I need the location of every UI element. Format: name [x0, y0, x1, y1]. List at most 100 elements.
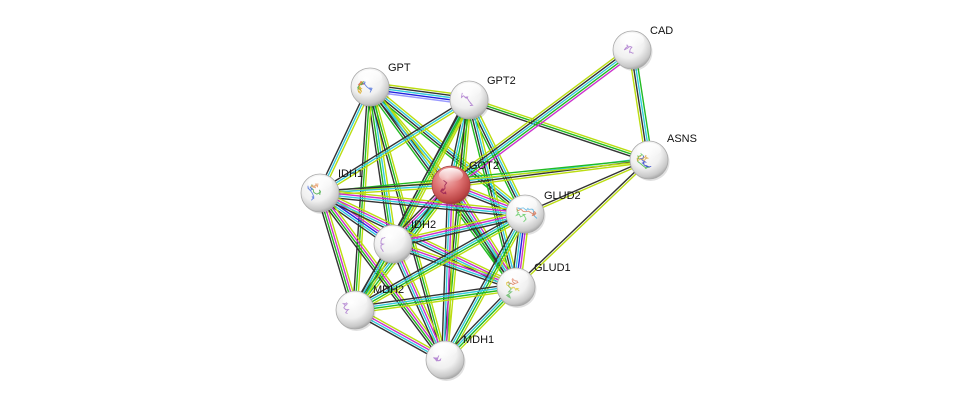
edge-line-neighborhood	[355, 287, 517, 312]
node-label: MDH1	[463, 334, 494, 346]
protein-structure-icon	[356, 80, 373, 95]
edge-line-known_database	[354, 285, 516, 310]
edge-gpt2-asns[interactable]	[468, 97, 650, 163]
structure-strand	[636, 152, 651, 169]
structure-strand	[307, 185, 315, 201]
edge-idh1-mdh1[interactable]	[316, 190, 449, 363]
node-gpt[interactable]: GPT	[350, 62, 411, 108]
edge-line-coexpression	[391, 246, 516, 291]
edge-line-coexpression	[441, 184, 449, 360]
edge-line-coexpression	[389, 245, 443, 362]
edge-line-textmining	[320, 101, 471, 196]
edge-glud2-mdh1[interactable]	[441, 212, 529, 362]
edge-idh2-glud1[interactable]	[391, 240, 518, 291]
node-highlight	[433, 343, 457, 357]
node-idh2[interactable]: IDH2	[373, 219, 436, 265]
node-label: GOT2	[469, 160, 499, 172]
protein-structure-icon	[460, 92, 474, 106]
edge-line-textmining	[320, 189, 526, 212]
protein-structure-icon	[440, 179, 448, 195]
edge-line-neighborhood	[319, 158, 649, 193]
edge-idh1-mdh2[interactable]	[316, 191, 359, 312]
edge-got2-mdh1[interactable]	[441, 184, 455, 361]
edge-line-known_database	[370, 85, 527, 214]
node-label: GPT	[388, 62, 411, 74]
edge-asns-glud1[interactable]	[514, 158, 651, 289]
edge-line-experimental	[453, 52, 636, 190]
protein-structure-icon	[433, 355, 442, 362]
edge-line-textmining	[451, 161, 650, 188]
node-glud2[interactable]: GLUD2	[505, 190, 581, 235]
edge-gpt2-idh1[interactable]	[318, 97, 471, 196]
edge-line-coexpression	[317, 85, 369, 193]
node-label: GLUD1	[534, 262, 571, 274]
node-highlight	[343, 293, 367, 307]
edge-line-known_database	[354, 212, 525, 310]
edge-line-coexpression	[318, 97, 469, 192]
edge-line-neighborhood	[318, 193, 355, 311]
edge-line-known_database	[443, 184, 451, 360]
edge-idh1-glud2[interactable]	[319, 189, 526, 218]
edge-line-coexpression	[514, 158, 649, 287]
node-highlight	[513, 197, 537, 211]
edge-gpt-idh1[interactable]	[317, 85, 373, 195]
edge-glud2-mdh2[interactable]	[353, 210, 527, 314]
node-mdh1[interactable]: MDH1	[425, 334, 494, 381]
node-highlight	[504, 270, 528, 284]
edge-line-neighborhood	[355, 214, 526, 312]
edge-line-coexpression	[353, 210, 524, 308]
edge-line-textmining	[393, 240, 518, 285]
node-asns[interactable]: ASNS	[629, 133, 697, 181]
node-highlight	[457, 83, 481, 97]
edge-line-coexpression	[319, 182, 451, 192]
structure-strand	[357, 80, 363, 95]
node-label: IDH1	[338, 168, 363, 180]
edge-line-coexpression	[368, 87, 525, 216]
edge-line-coexpression	[468, 101, 649, 163]
edge-line-textmining	[516, 160, 651, 289]
protein-structure-icon	[341, 302, 350, 314]
edge-line-coexpression	[316, 193, 353, 312]
edge-asns-glud2[interactable]	[524, 158, 650, 216]
structure-strand	[506, 280, 520, 292]
edge-line-textmining	[447, 215, 529, 362]
node-got2[interactable]: GOT2	[431, 160, 499, 206]
edge-line-textmining	[447, 45, 630, 183]
nodes-layer: GPT GPT2 CAD ASNS GOT2IDH1GLUD2IDH2GLUD1MDH2…	[300, 25, 697, 381]
edge-glud1-mdh2[interactable]	[354, 283, 517, 314]
edge-line-coexpression	[442, 99, 468, 360]
edge-line-neighborhood	[368, 87, 393, 245]
structure-strand	[380, 236, 386, 252]
structure-strand	[516, 207, 537, 217]
edge-line-known_database	[393, 214, 526, 246]
edge-line-known_database	[443, 213, 525, 360]
structure-strand	[514, 209, 527, 223]
edge-line-coexpression	[354, 283, 516, 308]
node-glud1[interactable]: GLUD1	[496, 262, 571, 308]
edge-asns-idh1[interactable]	[319, 158, 650, 195]
edge-line-experimental	[320, 191, 447, 360]
node-highlight	[381, 227, 405, 241]
structure-strand	[433, 355, 442, 362]
edge-line-textmining	[469, 97, 650, 159]
edge-line-textmining	[447, 185, 455, 361]
edge-line-textmining	[392, 210, 525, 242]
node-mdh2[interactable]: MDH2	[335, 284, 404, 331]
node-gpt2[interactable]: GPT2	[449, 75, 516, 121]
node-label: CAD	[650, 25, 673, 37]
node-idh1[interactable]: IDH1	[300, 168, 363, 214]
protein-structure-icon	[636, 152, 652, 169]
edge-line-textmining	[322, 190, 449, 359]
edge-line-textmining	[395, 242, 449, 359]
structure-strand	[440, 179, 448, 195]
node-cad[interactable]: CAD	[612, 25, 673, 71]
edge-line-textmining	[371, 83, 528, 212]
node-highlight	[308, 176, 332, 190]
edge-line-coexpression	[467, 100, 516, 288]
structure-strand	[362, 81, 373, 93]
edge-line-textmining	[471, 98, 529, 213]
edge-line-coexpression	[441, 212, 523, 359]
structure-strand	[460, 92, 474, 106]
edge-cad-got2[interactable]	[447, 45, 636, 190]
node-highlight	[620, 33, 644, 47]
